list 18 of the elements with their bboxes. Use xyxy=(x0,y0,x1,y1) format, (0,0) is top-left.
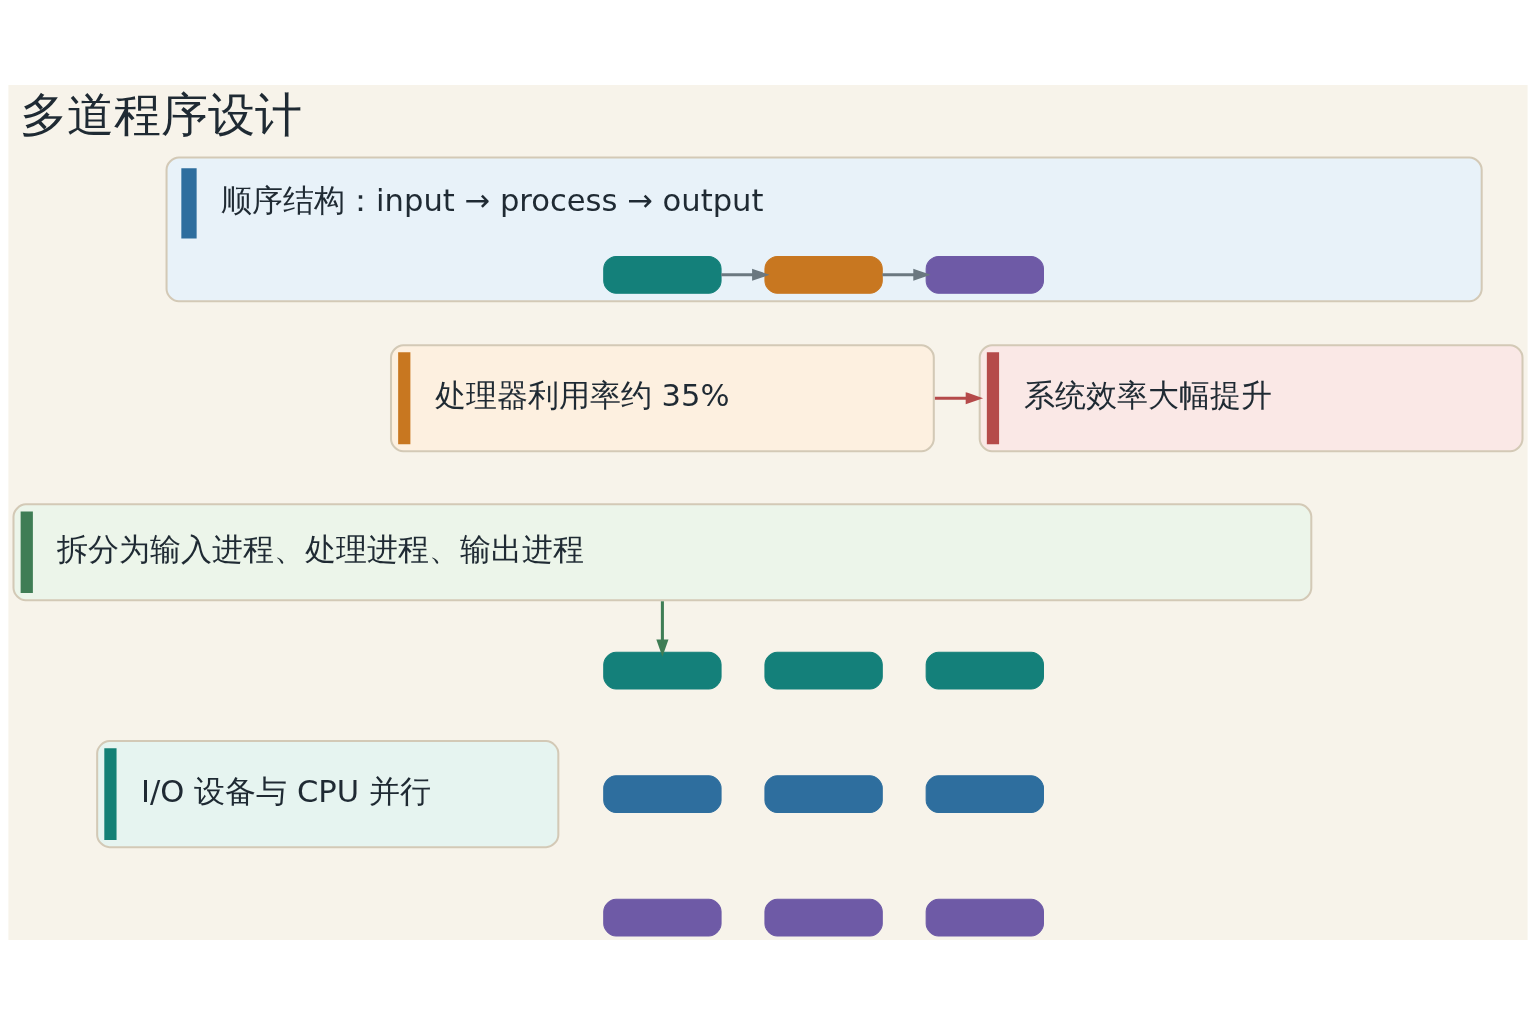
node-bar xyxy=(764,255,883,294)
arrow xyxy=(934,391,984,404)
node-bar xyxy=(925,651,1044,689)
arrow xyxy=(721,268,770,281)
node-bar xyxy=(925,774,1044,813)
node-bar xyxy=(764,774,883,813)
diagram-title: 多道程序设计 xyxy=(19,86,302,142)
node-bar xyxy=(925,255,1044,294)
node-bar xyxy=(764,898,883,936)
node-bar xyxy=(603,898,722,936)
node-bar xyxy=(603,651,722,689)
node-bar xyxy=(925,898,1044,936)
node-bar xyxy=(603,255,722,294)
arrow xyxy=(882,268,931,281)
node-bar xyxy=(764,651,883,689)
cluster: 顺序结构：input → process → output xyxy=(165,155,1483,302)
arrow xyxy=(656,600,669,657)
node-bar xyxy=(603,774,722,813)
